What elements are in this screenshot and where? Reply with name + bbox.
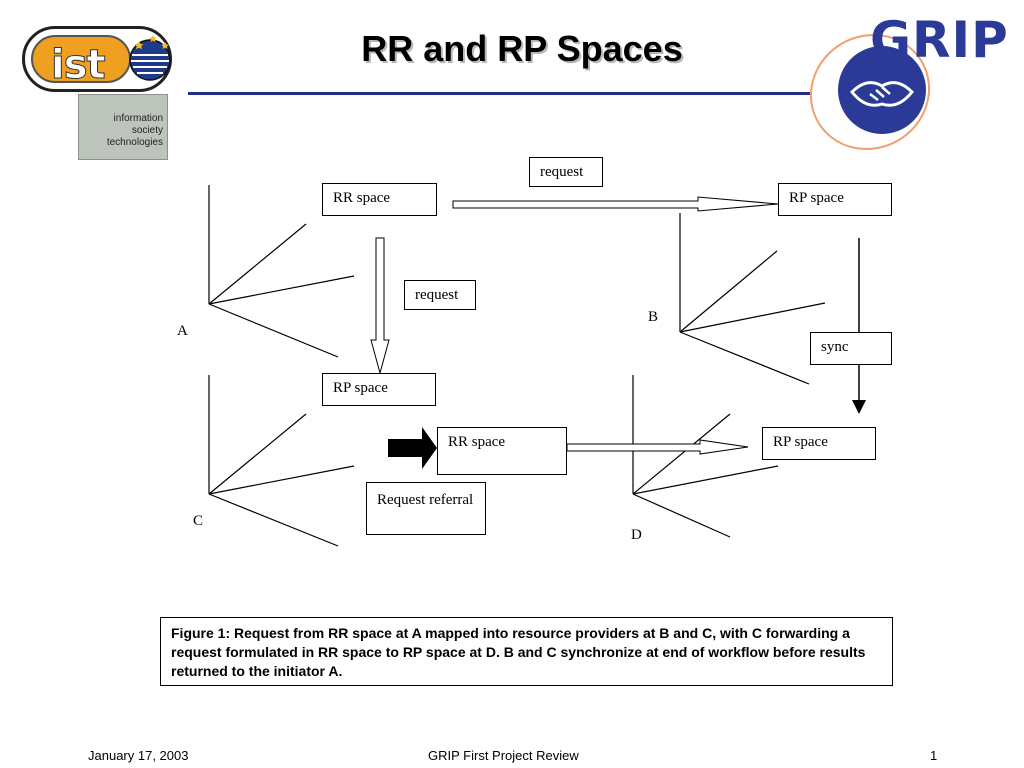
axes-c xyxy=(208,375,355,547)
ist-badge-inner: ist xyxy=(31,35,131,88)
ist-tagline-panel: information society technologies xyxy=(78,94,168,160)
sync-label: sync xyxy=(810,332,892,365)
arrow-rr-a-to-rp-c xyxy=(370,237,390,375)
ist-tagline-line-2: society xyxy=(131,125,163,136)
grip-logo: GRIP xyxy=(808,12,1012,152)
ist-tagline-line-1: information xyxy=(113,113,163,124)
grip-wordmark: GRIP xyxy=(870,11,1009,69)
rp-space-c-box: RP space xyxy=(322,373,436,406)
rp-space-d-box: RP space xyxy=(762,427,876,460)
request-label-top: request xyxy=(529,157,603,187)
arrow-rr-c-to-rp-d xyxy=(566,439,749,455)
request-referral-box: Request referral xyxy=(366,482,486,535)
ist-tagline-line-3: technologies xyxy=(106,137,163,148)
ist-wordmark: ist xyxy=(51,42,107,88)
footer-page-number: 1 xyxy=(930,748,938,763)
label-c: C xyxy=(193,513,204,529)
rp-space-b-box: RP space xyxy=(778,183,892,216)
figure-caption: Figure 1: Request from RR space at A map… xyxy=(160,617,893,686)
title-rule xyxy=(188,92,810,95)
label-d: D xyxy=(631,527,642,543)
sync-arrow-head xyxy=(852,400,866,414)
slide-title: RR and RP Spaces xyxy=(361,28,683,69)
arrow-into-rr-c xyxy=(388,427,437,469)
globe-stars-icon xyxy=(129,35,171,81)
arrow-rr-a-to-rp-b xyxy=(452,196,779,212)
ist-logo: information society technologies ist xyxy=(22,18,182,160)
rr-space-a-box: RR space xyxy=(322,183,437,216)
axes-d xyxy=(632,375,779,538)
axes-b xyxy=(679,213,826,385)
ist-badge: ist xyxy=(22,26,172,92)
rr-space-c-box: RR space xyxy=(437,427,567,475)
footer-title: GRIP First Project Review xyxy=(428,748,579,763)
label-b: B xyxy=(648,309,659,325)
grip-swoosh xyxy=(809,33,931,151)
handshake-icon xyxy=(838,46,926,134)
footer-date: January 17, 2003 xyxy=(88,748,189,763)
request-label-mid: request xyxy=(404,280,476,310)
axes-a xyxy=(208,185,355,358)
label-a: A xyxy=(177,323,188,339)
